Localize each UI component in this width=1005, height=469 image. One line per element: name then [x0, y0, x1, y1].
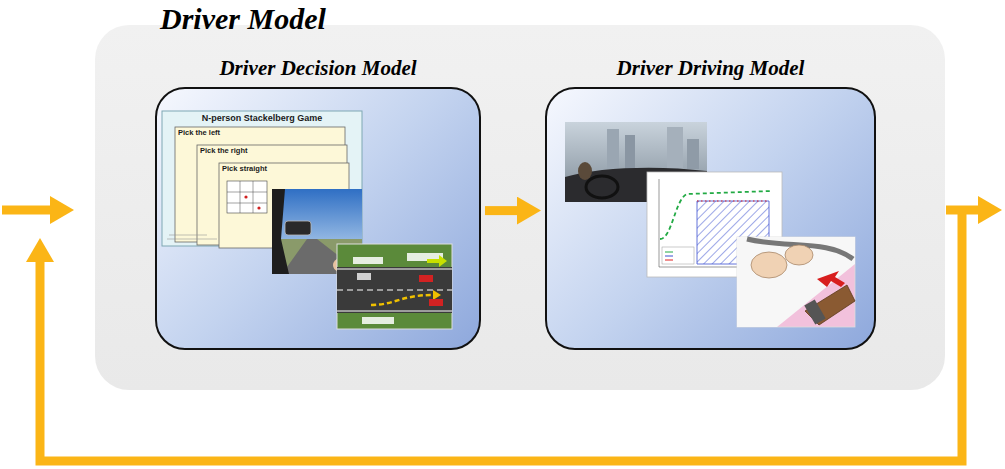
box-heading: Driver Decision Model	[157, 56, 479, 80]
response-chart-part	[660, 191, 772, 239]
game-cards-part	[167, 239, 217, 240]
car-photo-part	[667, 127, 683, 171]
submodel-box: Driver Decision ModelN-person Stackelber…	[155, 87, 481, 350]
lane-change-scene-part	[429, 299, 443, 306]
pedal-picture-part	[785, 245, 813, 265]
lane-change-scene-part	[353, 257, 383, 264]
card-label: Pick the right	[200, 147, 248, 155]
pedal-picture-part	[751, 252, 787, 278]
lane-change-scene-part	[427, 255, 447, 267]
game-title: N-person Stackelberg Game	[162, 114, 362, 124]
response-chart-part	[665, 256, 673, 257]
lane-change-scene-part	[337, 290, 452, 291]
lane-change-scene-part	[337, 269, 452, 270]
response-chart-part	[659, 179, 660, 267]
game-cards-part	[244, 195, 247, 198]
lane-change-scene-part	[362, 317, 394, 324]
pedal-picture-part	[805, 285, 855, 325]
model-panel: Driver Decision ModelN-person Stackelber…	[95, 25, 945, 390]
pedal-picture-part	[737, 237, 855, 327]
flow-arrow	[485, 206, 517, 215]
lane-change-scene-part	[371, 295, 433, 305]
lane-change-scene-part	[433, 290, 441, 300]
card-label: Pick the left	[178, 129, 220, 137]
pedal-picture-part	[737, 237, 855, 327]
mirror-photo-part	[285, 221, 311, 235]
lane-change-scene	[337, 244, 452, 329]
response-chart-part	[665, 260, 673, 261]
card-label: Pick straight	[222, 165, 267, 173]
lane-change-scene-part	[337, 311, 452, 312]
lane-change-scene-part	[357, 273, 371, 280]
car-photo-part	[586, 176, 618, 198]
box-heading: Driver Driving Model	[547, 56, 874, 80]
submodel-box: Driver Driving Model	[545, 87, 876, 350]
game-cards-part	[227, 203, 267, 204]
game-cards-part	[240, 181, 241, 213]
lane-change-scene-part	[419, 275, 433, 282]
game-cards-part	[253, 181, 254, 213]
car-photo-part	[607, 129, 619, 169]
game-cards-part	[227, 192, 267, 193]
response-chart-part	[665, 252, 673, 253]
game-cards-part	[169, 235, 207, 236]
response-chart-part	[697, 200, 769, 201]
panel-title: Driver Model	[160, 2, 326, 37]
game-cards-part	[257, 206, 260, 209]
lane-change-scene-part	[337, 244, 452, 329]
game-cards-part	[227, 181, 267, 213]
car-photo-part	[625, 135, 635, 169]
pedal-picture-part	[804, 299, 825, 324]
input-arrow	[2, 206, 50, 215]
pedal-picture	[737, 237, 855, 327]
lane-change-scene-part	[337, 267, 452, 313]
car-photo-part	[578, 162, 592, 180]
driving-illustration	[547, 89, 862, 352]
car-photo-part	[687, 139, 699, 169]
pedal-picture-part	[817, 271, 845, 287]
response-chart-part	[662, 247, 694, 264]
